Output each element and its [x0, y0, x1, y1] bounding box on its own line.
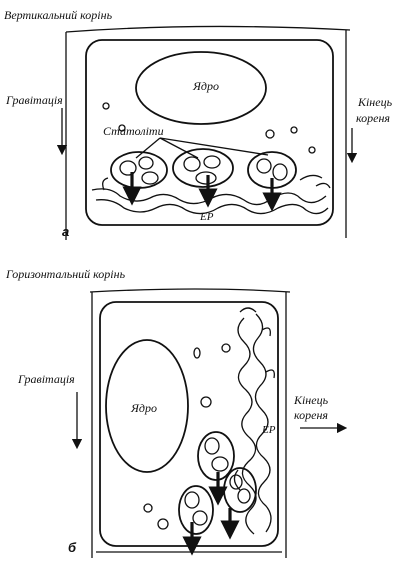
panel-a-root-tip-label-1: Кінець [357, 95, 393, 109]
panel-b-gravity-label: Гравітація [17, 372, 75, 386]
panel-a-cell-wall-top [66, 26, 350, 32]
panel-b-root-tip-label-2: кореня [294, 408, 328, 422]
panel-a-root-tip-label-2: кореня [356, 111, 390, 125]
panel-b-letter: б [68, 540, 77, 555]
panel-b: Горизонтальний корінь Ядро Гравітація Кі… [5, 267, 342, 558]
panel-b-root-tip-label-1: Кінець [293, 393, 329, 407]
panel-a-amyloplast-1 [111, 152, 167, 188]
panel-a-statoliths-label: Статоліти [103, 124, 164, 138]
panel-a-nucleus-label: Ядро [192, 79, 219, 93]
panel-a-title: Вертикальний корінь [4, 8, 113, 22]
panel-b-nucleus-label: Ядро [130, 401, 157, 415]
panel-b-amyloplast-1 [198, 432, 234, 480]
panel-b-er-label: ЕР [261, 424, 276, 436]
panel-a-er-network [92, 175, 330, 213]
panel-a-gravity-label: Гравітація [5, 93, 63, 107]
panel-a-er-label: ЕР [199, 211, 214, 223]
panel-b-amyloplast-3 [179, 486, 213, 534]
panel-b-title: Горизонтальний корінь [5, 267, 126, 281]
panel-a: Вертикальний корінь Ядро Гравітація Кіне… [4, 8, 393, 240]
panel-b-vesicles [144, 344, 230, 529]
panel-a-letter: а [62, 224, 69, 239]
panel-a-amyloplast-2 [173, 149, 233, 187]
panel-b-cell-wall-top [90, 289, 290, 292]
panel-b-amyloplast-2 [224, 468, 256, 512]
